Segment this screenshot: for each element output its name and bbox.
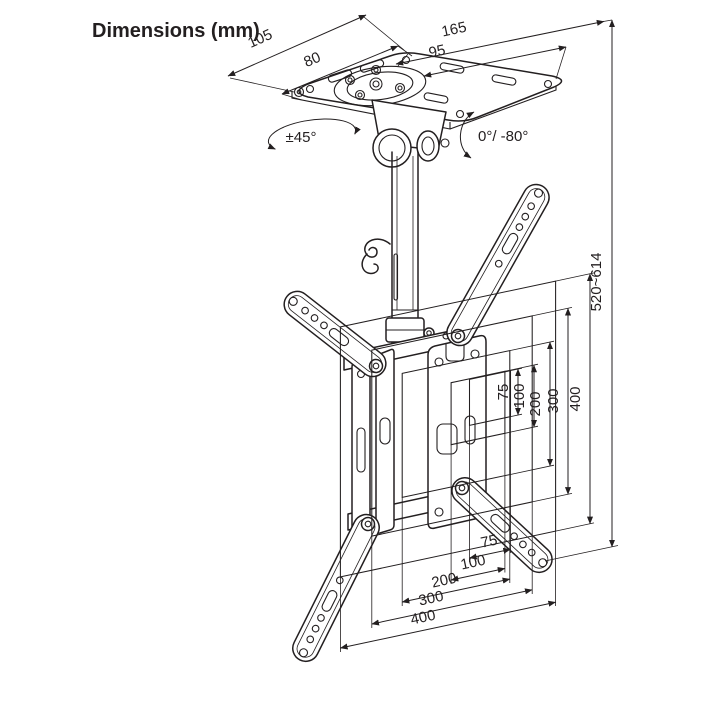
- ext-h100: [450, 433, 506, 584]
- pole-outer-edges: [391, 151, 419, 346]
- vesa-arm-top-right: [446, 183, 550, 347]
- plate-dimensions: [227, 14, 613, 101]
- dim-label-plate-inner-depth: 80: [301, 49, 323, 71]
- ext-95: [555, 46, 567, 80]
- center-bracket-plate: [375, 348, 395, 534]
- pole: [385, 151, 435, 346]
- dim-label-v300: 300: [545, 388, 562, 413]
- dim-label-h300: 300: [417, 588, 445, 610]
- dim-line-165: [395, 19, 605, 66]
- pole-slot: [393, 253, 399, 301]
- ext-height-bottom: [544, 545, 619, 562]
- swivel-rotation-arrow: [267, 118, 361, 150]
- pole-inner-edges: [396, 156, 414, 310]
- dim-label-h200: 200: [430, 570, 458, 592]
- dim-label-v100: 100: [511, 383, 528, 408]
- dim-line-95: [423, 45, 567, 78]
- vesa-arm-top-left: [283, 290, 387, 378]
- dim-label-h400: 400: [409, 607, 437, 629]
- cable-hook: [361, 238, 391, 275]
- swivel-angle-label: ±45°: [286, 129, 317, 146]
- tilt-roller: [416, 130, 440, 162]
- dim-label-height-range: 520~614: [588, 253, 605, 312]
- vesa-arm-bottom-left: [292, 513, 380, 663]
- vesa-plate-cutout-large: [436, 423, 458, 455]
- ext-h75: [469, 416, 511, 562]
- tilt-rotation-arrow: [460, 111, 475, 159]
- dim-line-h400: [340, 600, 556, 650]
- left-bracket-plate: [351, 356, 371, 538]
- dim-label-v200: 200: [527, 391, 544, 416]
- left-plate-slot: [356, 427, 366, 473]
- ext-v200: [509, 340, 555, 475]
- dim-line-h300: [371, 588, 533, 626]
- dim-label-plate-outer-width: 165: [440, 19, 468, 41]
- dim-line-105: [227, 14, 367, 77]
- tilt-joint: [371, 99, 450, 168]
- vertical-dimensions: [504, 19, 619, 562]
- dim-label-v400: 400: [567, 386, 584, 411]
- vesa-plate-notch: [445, 342, 465, 362]
- tilt-angle-label: 0°/ -80°: [478, 128, 528, 145]
- tilt-roller-inner: [421, 136, 435, 156]
- page-title: Dimensions (mm): [92, 20, 260, 42]
- cable-hook-upper-curl: [364, 238, 391, 258]
- dim-label-v75: 75: [495, 384, 512, 401]
- dim-line-h75: [469, 547, 511, 560]
- center-plate-cutout: [379, 417, 391, 445]
- dim-line-80: [281, 45, 399, 95]
- dim-label-h100: 100: [459, 552, 487, 574]
- cable-hook-lower-curl: [361, 253, 379, 275]
- horizontal-dimensions: [340, 416, 556, 652]
- dim-label-h75: 75: [479, 532, 499, 552]
- dim-label-plate-inner-width: 95: [427, 42, 447, 62]
- tilt-screw: [440, 138, 450, 148]
